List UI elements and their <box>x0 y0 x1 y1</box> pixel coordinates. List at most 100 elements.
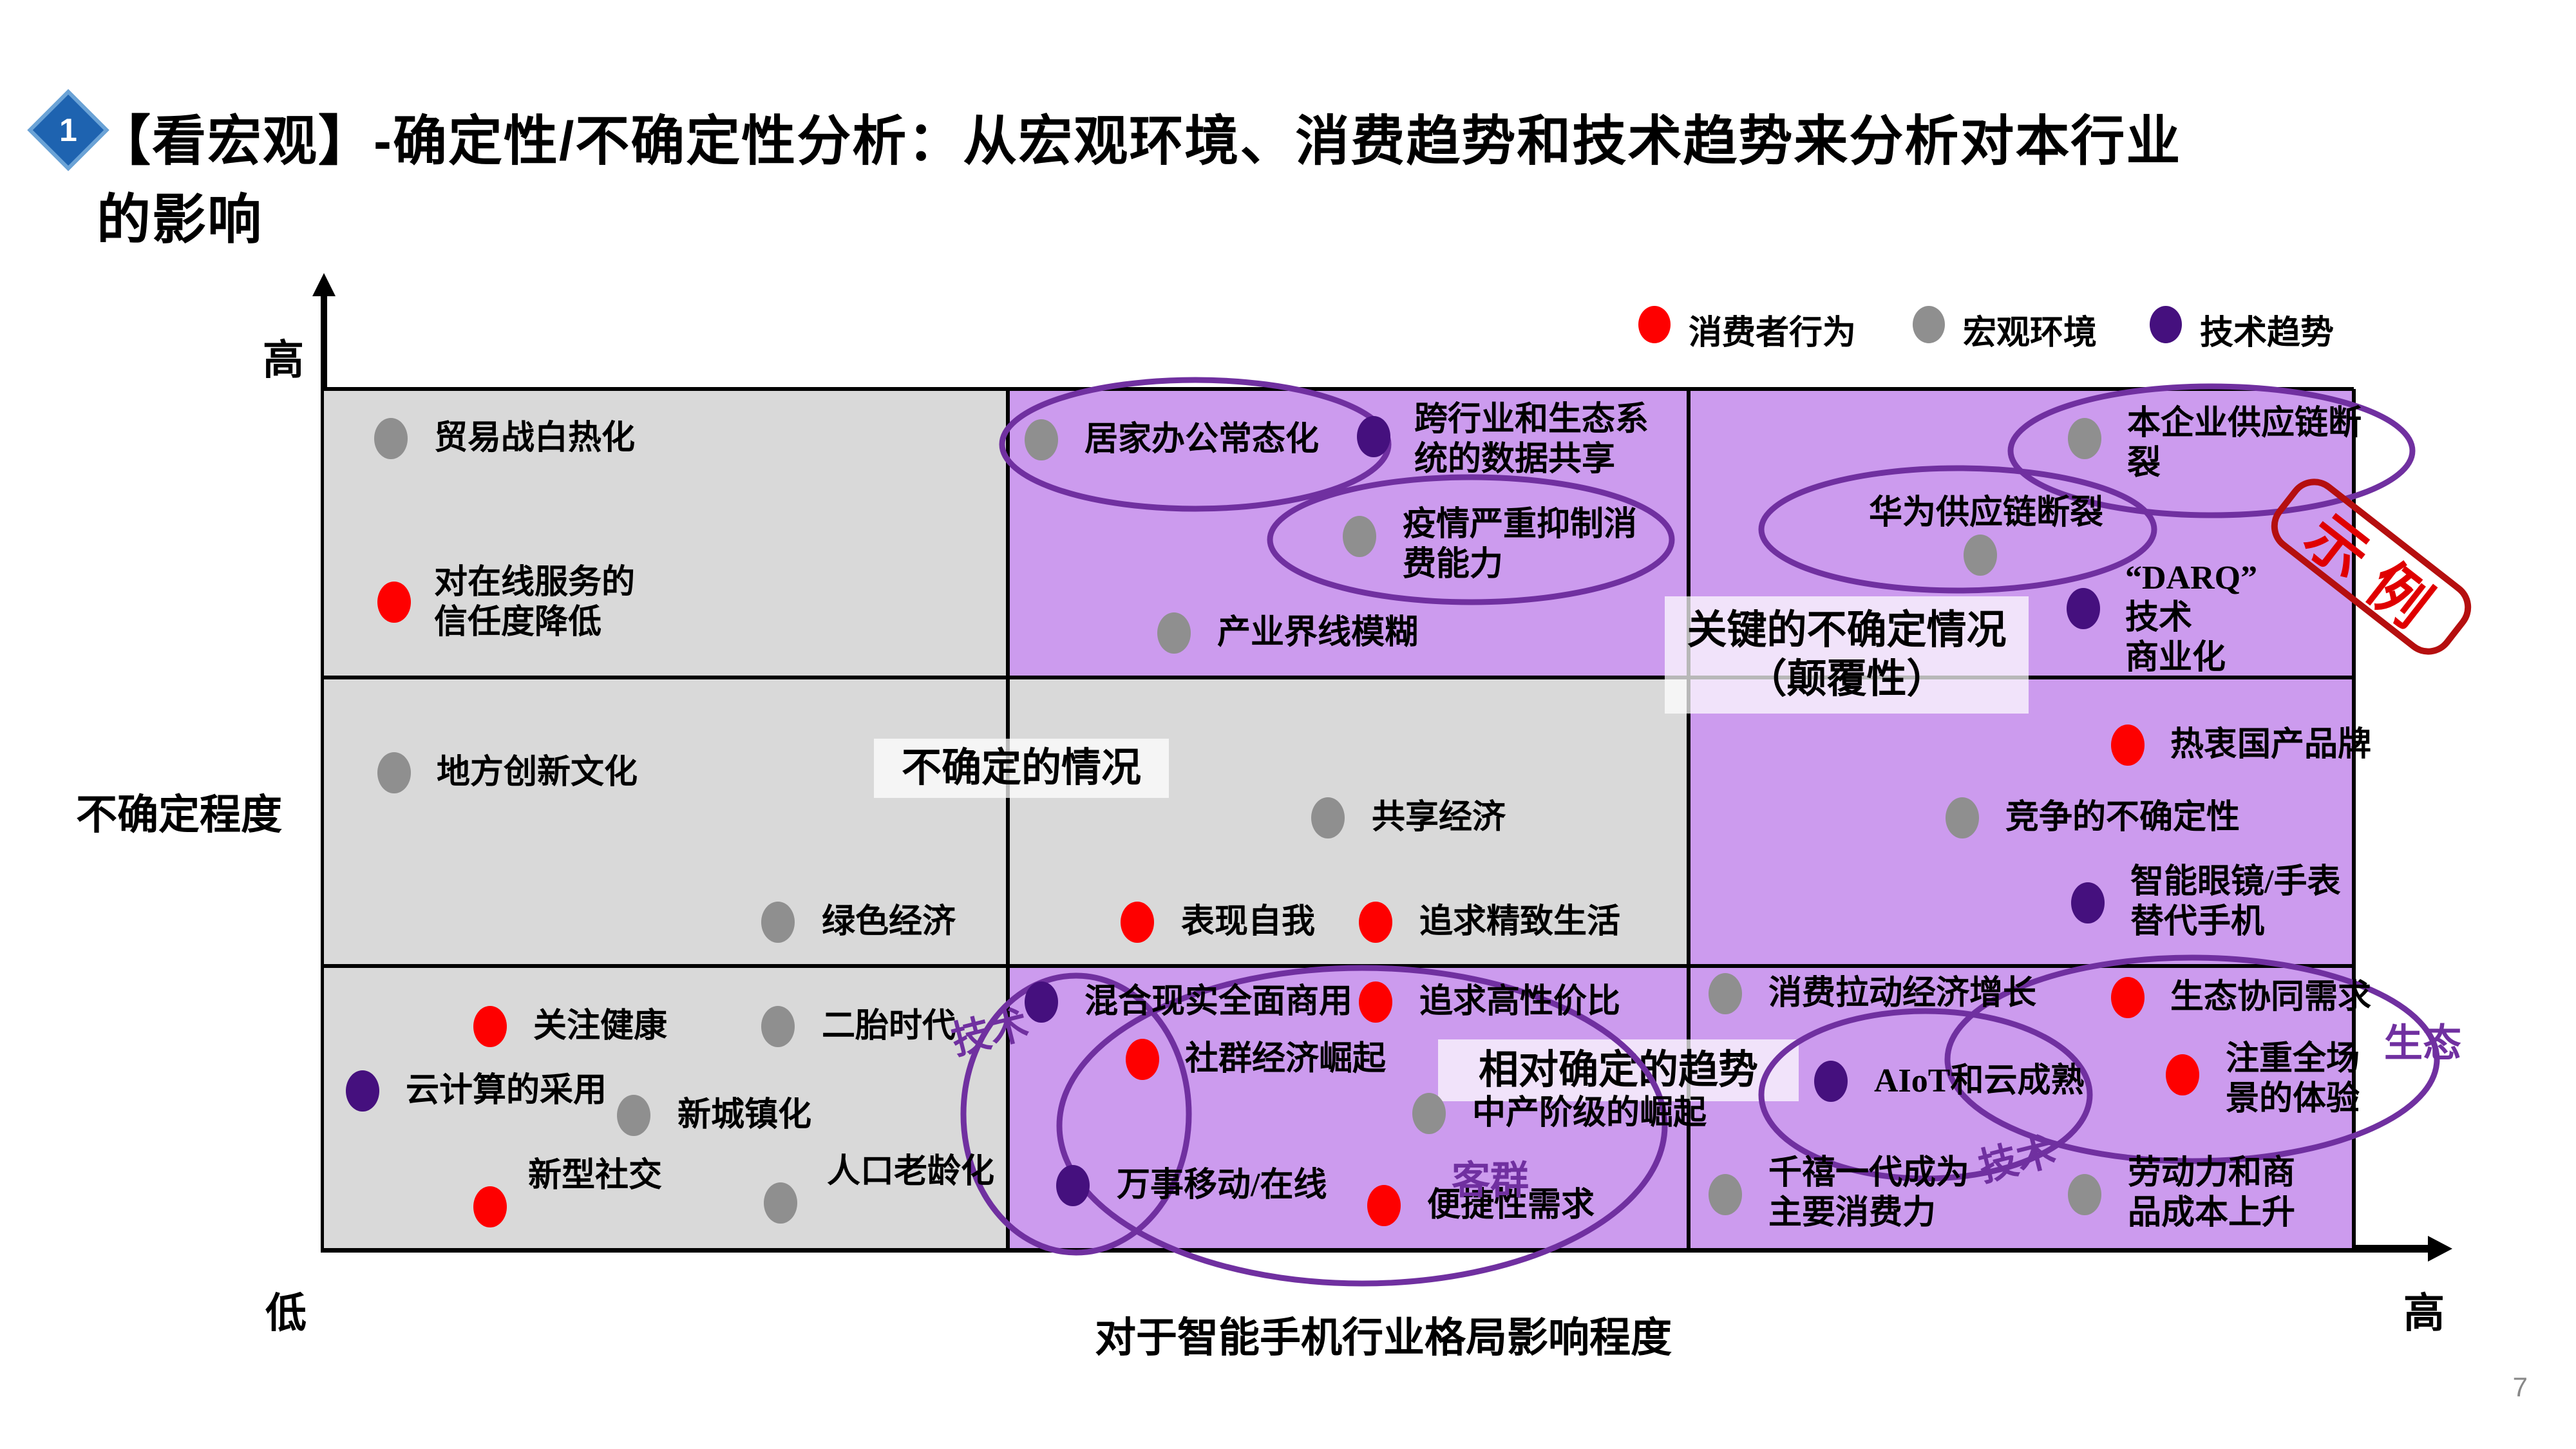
data-point-dot-29 <box>1709 973 1742 1014</box>
zone-label-ecosystem: 生态 <box>2384 1021 2461 1065</box>
data-point-dot-1 <box>377 582 411 623</box>
grid-hline-0 <box>324 387 2354 391</box>
data-point-label-26: 中产阶级的崛起 <box>1472 1095 1707 1132</box>
tech-trend-label: 技术趋势 <box>2200 314 2334 352</box>
callout-uncertain: 不确定的情况 <box>874 739 1169 798</box>
data-point-label-10: 绿色经济 <box>822 904 956 940</box>
data-point-dot-6 <box>2068 418 2101 459</box>
data-point-dot-14 <box>2111 724 2145 766</box>
page-title-line1: 【看宏观】-确定性/不确定性分析：从宏观环境、消费趋势和技术趋势来分析对本行业 <box>97 111 2182 171</box>
y-axis-low-label: 低 <box>265 1290 307 1336</box>
x-axis-title: 对于智能手机行业格局影响程度 <box>1095 1314 1672 1361</box>
zone-label-customer-group: 客群 <box>1452 1159 1529 1202</box>
data-point-label-13: 追求精致生活 <box>1419 904 1621 940</box>
consumer-behavior-label: 消费者行为 <box>1689 314 1857 352</box>
data-point-label-14: 热衷国产品牌 <box>2170 726 2372 763</box>
y-axis-title: 不确定程度 <box>76 791 282 838</box>
data-point-label-29: 消费拉动经济增长 <box>1768 975 2037 1012</box>
data-point-dot-31 <box>1814 1061 1848 1102</box>
grid-vline-3 <box>2352 389 2356 1248</box>
data-point-label-16: 智能眼镜/手表 替代手机 <box>2130 864 2341 940</box>
data-point-label-20: 新城镇化 <box>677 1097 812 1133</box>
data-point-label-32: 注重全场 景的体验 <box>2226 1041 2360 1117</box>
data-point-dot-13 <box>1359 902 1392 943</box>
y-axis-arrow-icon <box>312 273 336 296</box>
data-point-dot-24 <box>1359 981 1392 1023</box>
data-point-dot-7 <box>1964 535 1997 576</box>
macro-environment-label: 宏观环境 <box>1963 314 2098 352</box>
data-point-dot-30 <box>2111 977 2145 1018</box>
grid-vline-2 <box>1687 389 1690 1248</box>
page-title-line2: 的影响 <box>97 189 263 250</box>
data-point-label-30: 生态协同需求 <box>2170 979 2372 1016</box>
data-point-dot-22 <box>764 1182 797 1224</box>
data-point-label-27: 万事移动/在线 <box>1117 1167 1327 1204</box>
data-point-label-3: 跨行业和生态系 统的数据共享 <box>1414 401 1649 478</box>
data-point-dot-25 <box>1126 1039 1159 1080</box>
quadrant-r1-c2 <box>1689 677 2354 966</box>
y-axis-high-label: 高 <box>263 337 304 383</box>
data-point-dot-11 <box>1311 797 1345 838</box>
data-point-label-17: 关注健康 <box>533 1008 668 1045</box>
callout-certain-trends: 相对确定的趋势 <box>1438 1039 1799 1101</box>
quadrant-r1-c0 <box>324 677 1008 966</box>
data-point-dot-23 <box>1025 981 1058 1023</box>
data-point-dot-20 <box>617 1095 650 1136</box>
data-point-dot-33 <box>1709 1174 1742 1215</box>
data-point-dot-12 <box>1121 902 1154 943</box>
data-point-label-24: 追求高性价比 <box>1419 983 1621 1020</box>
data-point-label-6: 本企业供应链断 裂 <box>2127 405 2362 482</box>
data-point-dot-17 <box>473 1006 507 1047</box>
data-point-label-18: 二胎时代 <box>822 1008 956 1045</box>
data-point-label-34: 劳动力和商 品成本上升 <box>2128 1155 2296 1231</box>
data-point-label-19: 云计算的采用 <box>406 1072 607 1109</box>
data-point-label-0: 贸易战白热化 <box>434 420 636 457</box>
consumer-behavior-dot-icon <box>1638 306 1671 343</box>
data-point-dot-21 <box>473 1186 507 1227</box>
data-point-dot-18 <box>761 1006 795 1047</box>
data-point-label-5: 产业界线模糊 <box>1217 614 1419 651</box>
data-point-dot-15 <box>1946 797 1979 838</box>
data-point-label-1: 对在线服务的 信任度降低 <box>434 564 636 641</box>
data-point-dot-19 <box>346 1070 379 1112</box>
data-point-dot-16 <box>2071 882 2105 923</box>
data-point-label-33: 千禧一代成为 主要消费力 <box>1768 1155 1970 1231</box>
data-point-label-4: 疫情严重抑制消 费能力 <box>1403 506 1638 583</box>
data-point-label-15: 竞争的不确定性 <box>2005 799 2240 836</box>
data-point-label-23: 混合现实全面商用 <box>1084 983 1353 1020</box>
data-point-label-31: AIoT和云成熟 <box>1874 1063 2085 1099</box>
callout-key-uncertain: 关键的不确定情况 （颠覆性） <box>1665 596 2029 714</box>
data-point-dot-9 <box>377 752 411 793</box>
grid-hline-1 <box>324 676 2354 679</box>
data-point-dot-10 <box>761 902 795 943</box>
data-point-dot-0 <box>374 418 408 459</box>
data-point-dot-5 <box>1157 612 1191 654</box>
data-point-dot-28 <box>1367 1185 1401 1226</box>
grid-vline-1 <box>1006 389 1010 1248</box>
data-point-label-2: 居家办公常态化 <box>1084 421 1320 458</box>
data-point-dot-2 <box>1025 419 1058 460</box>
data-point-dot-34 <box>2068 1174 2101 1215</box>
data-point-label-9: 地方创新文化 <box>437 754 638 791</box>
data-point-dot-3 <box>1357 416 1390 457</box>
macro-environment-dot-icon <box>1913 306 1945 343</box>
data-point-label-22: 人口老龄化 <box>827 1153 995 1190</box>
tech-trend-dot-icon <box>2150 306 2182 343</box>
data-point-label-8: “DARQ” 技术 商业化 <box>2125 560 2258 676</box>
data-point-dot-4 <box>1343 516 1376 557</box>
data-point-label-7: 华为供应链断裂 <box>1869 495 2104 531</box>
data-point-label-11: 共享经济 <box>1372 799 1506 836</box>
data-point-dot-27 <box>1056 1165 1090 1206</box>
data-point-label-25: 社群经济崛起 <box>1185 1041 1387 1077</box>
page-number: 7 <box>2512 1372 2528 1402</box>
data-point-dot-8 <box>2067 588 2100 629</box>
x-axis-arrow-icon <box>2428 1236 2452 1262</box>
data-point-dot-32 <box>2166 1054 2199 1095</box>
x-axis-high-label: 高 <box>2403 1290 2445 1336</box>
data-point-label-21: 新型社交 <box>528 1157 663 1194</box>
data-point-dot-26 <box>1412 1093 1446 1134</box>
quadrant-r0-c0 <box>324 389 1008 677</box>
data-point-label-12: 表现自我 <box>1181 904 1316 940</box>
title-number: 1 <box>59 112 77 148</box>
